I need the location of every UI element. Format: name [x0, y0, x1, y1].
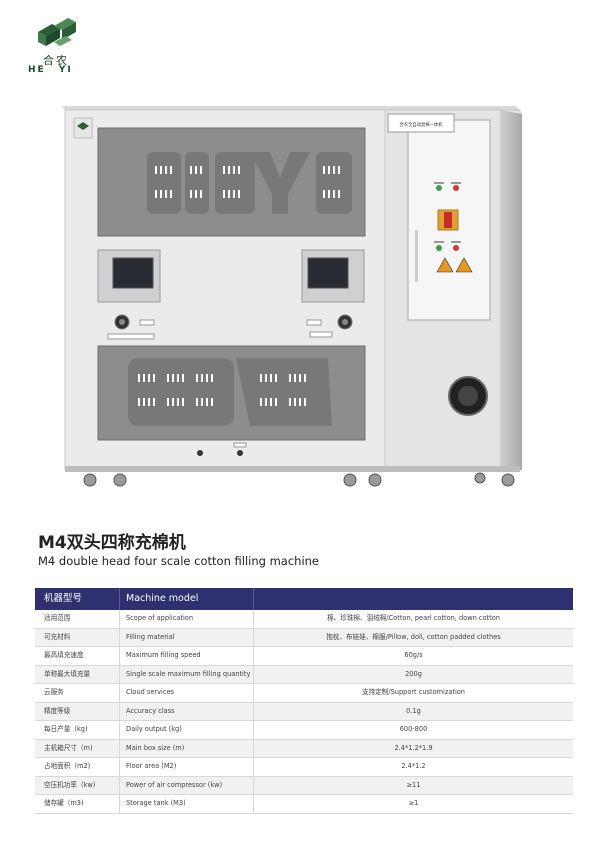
table-cell-cn: 适用范围 [35, 610, 120, 628]
table-cell-value: ≥1 [408, 799, 419, 807]
table-cell-cn: 主机箱尺寸（m) [35, 739, 120, 757]
table-cell-cn: 储存罐（m3) [35, 795, 120, 813]
table-cell-en: Daily output (kg) [120, 721, 254, 739]
table-cell-value: 棉、珍珠棉、羽绒棉/Cotton, pearl cotton, down cot… [327, 614, 500, 622]
table-cell-value: 2.4*1.2*1.9 [394, 743, 433, 752]
table-cell-value: ≥11 [406, 780, 421, 789]
table-row: 空压机功率（kw)Power of air compressor (kw) ≥11 [35, 776, 573, 795]
table-cell-en: Accuracy class [120, 702, 254, 720]
table-cell-en: Cloud services [120, 684, 254, 702]
table-cell-en: Storage tank (M3) [120, 795, 254, 813]
table-cell-value: 支持定制/Support customization [361, 688, 465, 696]
header-en: Machine model [120, 588, 254, 610]
table-cell-value: 0.1g [406, 706, 421, 715]
header-cn: 机器型号 [35, 588, 120, 610]
table-cell-en: Filling material [120, 628, 254, 646]
table-cell-cn: 占地面积（m2) [35, 758, 120, 776]
table-cell-cn: 云服务 [35, 684, 120, 702]
table-cell-en: Maximum filling speed [120, 647, 254, 665]
table-cell-value: 600-800 [399, 725, 428, 733]
table-cell-value: 抱枕、布娃娃、棉服/Pillow, doll, cotton padded cl… [326, 632, 501, 641]
table-row: 每日产量（kg)Daily output (kg) 600-800 [35, 721, 573, 740]
header-value [254, 588, 573, 610]
warning-triangle-icon [455, 257, 473, 273]
table-cell-cn: 可充材料 [35, 628, 120, 646]
table-row: 占地面积（m2)Floor area (M2) 2.4*1.2 [35, 758, 573, 777]
table-cell-value: 60g/s [404, 651, 423, 659]
table-cell-value: 2.4*1.2 [401, 762, 426, 770]
spec-table-header: 机器型号 Machine model [35, 588, 573, 610]
logo-mark-icon [38, 18, 76, 46]
product-title-en: M4 double head four scale cotton filling… [38, 554, 320, 568]
brand-name-cn: 合农 [43, 54, 69, 67]
table-cell-en: Floor area (M2) [120, 758, 254, 776]
table-cell-en: Scope of application [120, 610, 254, 628]
table-cell-cn: 精度等级 [35, 702, 120, 720]
label-plate [387, 113, 455, 133]
table-row: 储存罐（m3)Storage tank (M3) ≥1 [35, 795, 573, 814]
brand-logo: 合农 HE YI [28, 18, 84, 76]
table-row: 主机箱尺寸（m)Main box size (m) 2.4*1.2*1.9 [35, 739, 573, 758]
table-cell-en: Main box size (m) [120, 739, 254, 757]
machine-illustration: 合农全自动混棉一体机 [62, 106, 522, 487]
table-cell-cn: 单称最大填充量 [35, 665, 120, 683]
brand-name-en-right: YI [58, 65, 73, 75]
table-cell-cn: 每日产量（kg) [35, 721, 120, 739]
table-cell-cn: 空压机功率（kw) [35, 776, 120, 794]
table-cell-cn: 最高填充速度 [35, 647, 120, 665]
warning-triangle-icon [436, 257, 454, 273]
table-cell-value: 200g [405, 669, 422, 678]
label-plate-text: 合农全自动混棉一体机 [400, 121, 444, 128]
table-cell-en: Power of air compressor (kw) [120, 776, 254, 794]
table-cell-en: Single scale maximum filling quantity [120, 665, 254, 683]
product-title-cn: M4双头四称充棉机 [38, 533, 186, 553]
brand-name-en-left: HE [28, 65, 46, 75]
brand-name-en: HE YI [28, 65, 84, 75]
